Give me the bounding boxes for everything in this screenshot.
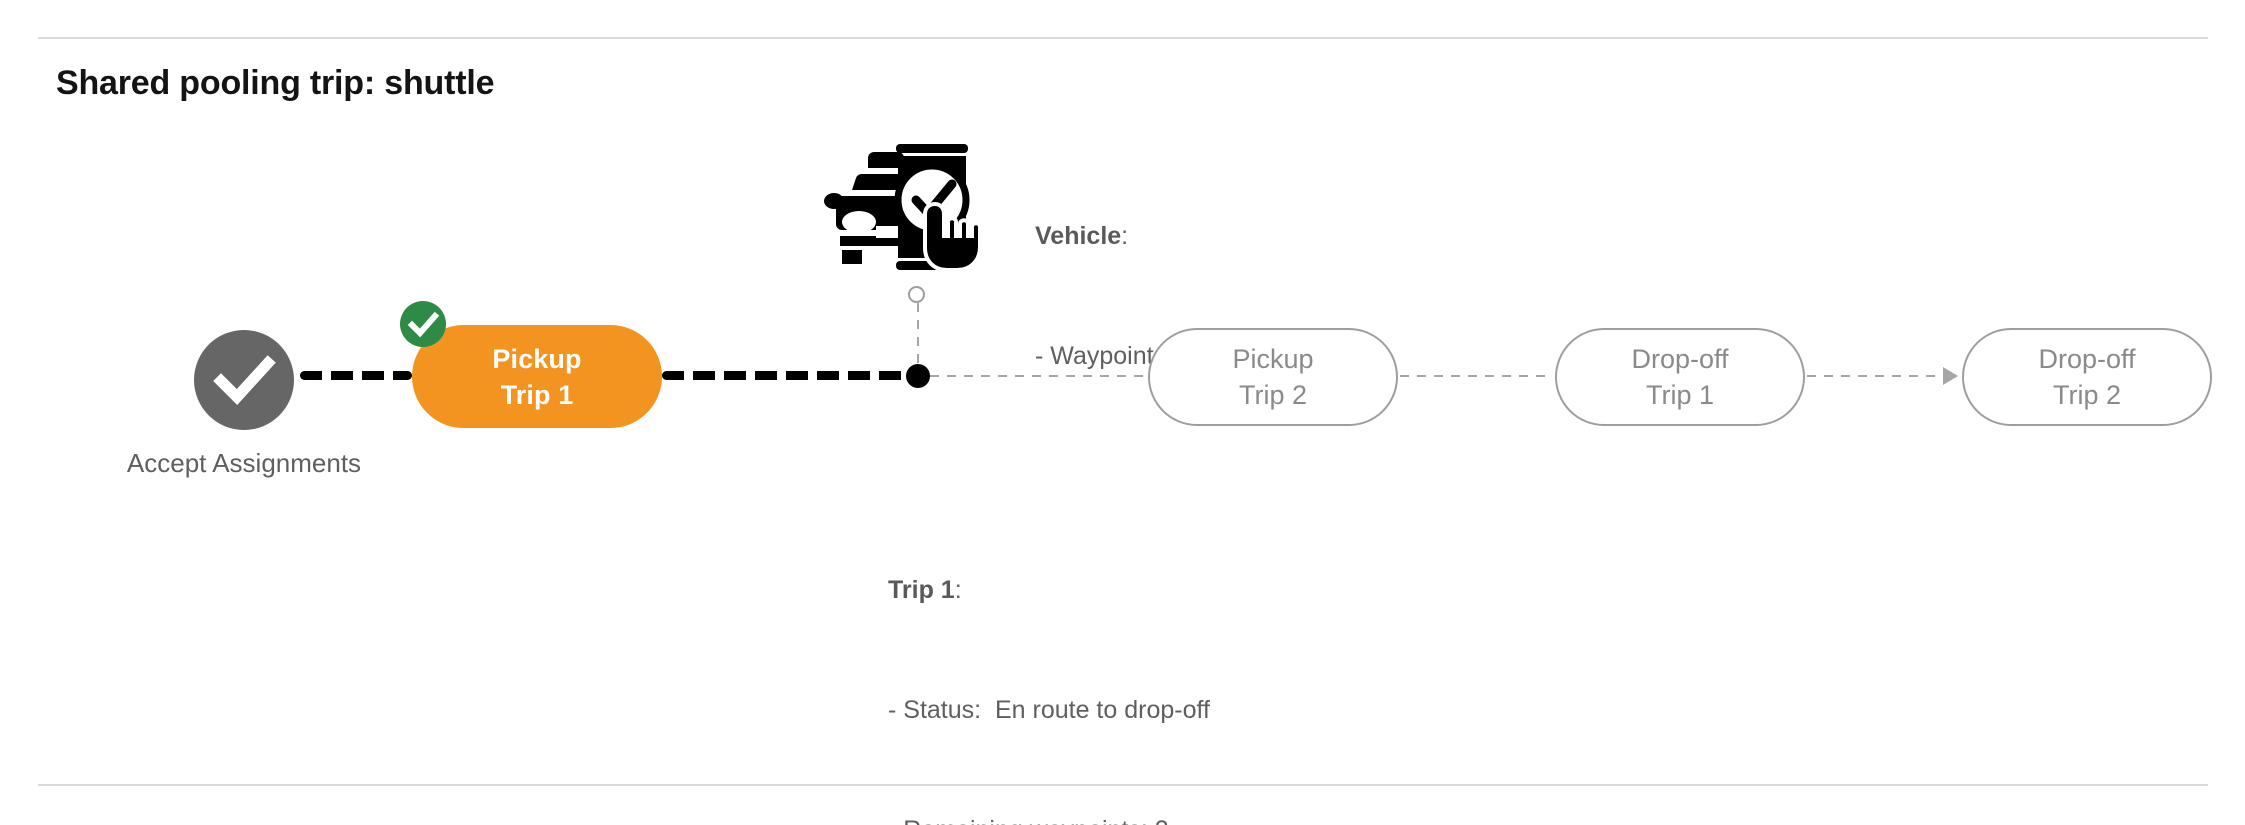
accept-assignments-label: Accept Assignments xyxy=(94,443,394,483)
waypoint-dropoff-trip-2[interactable]: Drop-off Trip 2 xyxy=(1962,328,2212,426)
trip1-line-2: - Remaining waypoints: 2 xyxy=(888,810,1210,825)
vehicle-position-dot[interactable] xyxy=(906,364,930,388)
page-title: Shared pooling trip: shuttle xyxy=(56,64,495,102)
connector-pickup1-to-vehicle xyxy=(662,371,918,380)
waypoint-label-line2: Trip 2 xyxy=(1238,380,1307,410)
vehicle-leader-line xyxy=(917,303,919,367)
vehicle-info-heading-row: Vehicle: xyxy=(1035,216,1194,256)
waypoint-label-line1: Drop-off xyxy=(1631,344,1729,374)
vehicle-info-heading: Vehicle xyxy=(1035,222,1122,250)
car-phone-check-icon xyxy=(818,122,982,280)
connector-accept-to-pickup1 xyxy=(300,371,412,380)
waypoint-label-line2: Trip 1 xyxy=(1645,380,1714,410)
waypoint-label-line1: Drop-off xyxy=(2038,344,2136,374)
trip1-heading-suffix: : xyxy=(954,576,962,604)
divider-bottom xyxy=(38,784,2208,786)
vehicle-info-block: Vehicle: - Waypoints: 3 xyxy=(1035,136,1194,456)
connector-vehicle-to-pickup2 xyxy=(930,375,1148,377)
accept-label-line1: Accept xyxy=(126,448,207,478)
waypoint-label-line2: Trip 2 xyxy=(2052,380,2121,410)
trips-info-block: Trip 1: - Status: En route to drop-off -… xyxy=(888,490,1210,825)
waypoint-pickup-trip-1[interactable]: Pickup Trip 1 xyxy=(412,325,662,428)
connector-dropoff1-to-dropoff2 xyxy=(1807,375,1945,377)
waypoint-dropoff-trip-1[interactable]: Drop-off Trip 1 xyxy=(1555,328,1805,426)
connector-pickup2-to-dropoff1 xyxy=(1400,375,1552,377)
vehicle-info-heading-suffix: : xyxy=(1121,222,1129,250)
waypoint-label-line2: Trip 1 xyxy=(500,379,574,410)
trip1-heading: Trip 1 xyxy=(888,576,955,604)
trip1-line-1: - Status: En route to drop-off xyxy=(888,696,1210,724)
arrow-head-icon xyxy=(1943,367,1958,385)
trip1-heading-row: Trip 1: xyxy=(888,570,1210,610)
accept-label-line2: Assignments xyxy=(212,448,362,478)
divider-top xyxy=(38,37,2208,39)
waypoint-label-line1: Pickup xyxy=(492,343,582,374)
waypoint-label-line1: Pickup xyxy=(1232,344,1314,374)
check-circle-icon xyxy=(194,330,294,430)
accept-assignments-node[interactable] xyxy=(194,330,294,430)
vehicle-leader-endpoint xyxy=(908,286,925,303)
waypoint-pickup-trip-2[interactable]: Pickup Trip 2 xyxy=(1148,328,1398,426)
check-badge-icon xyxy=(400,301,446,347)
